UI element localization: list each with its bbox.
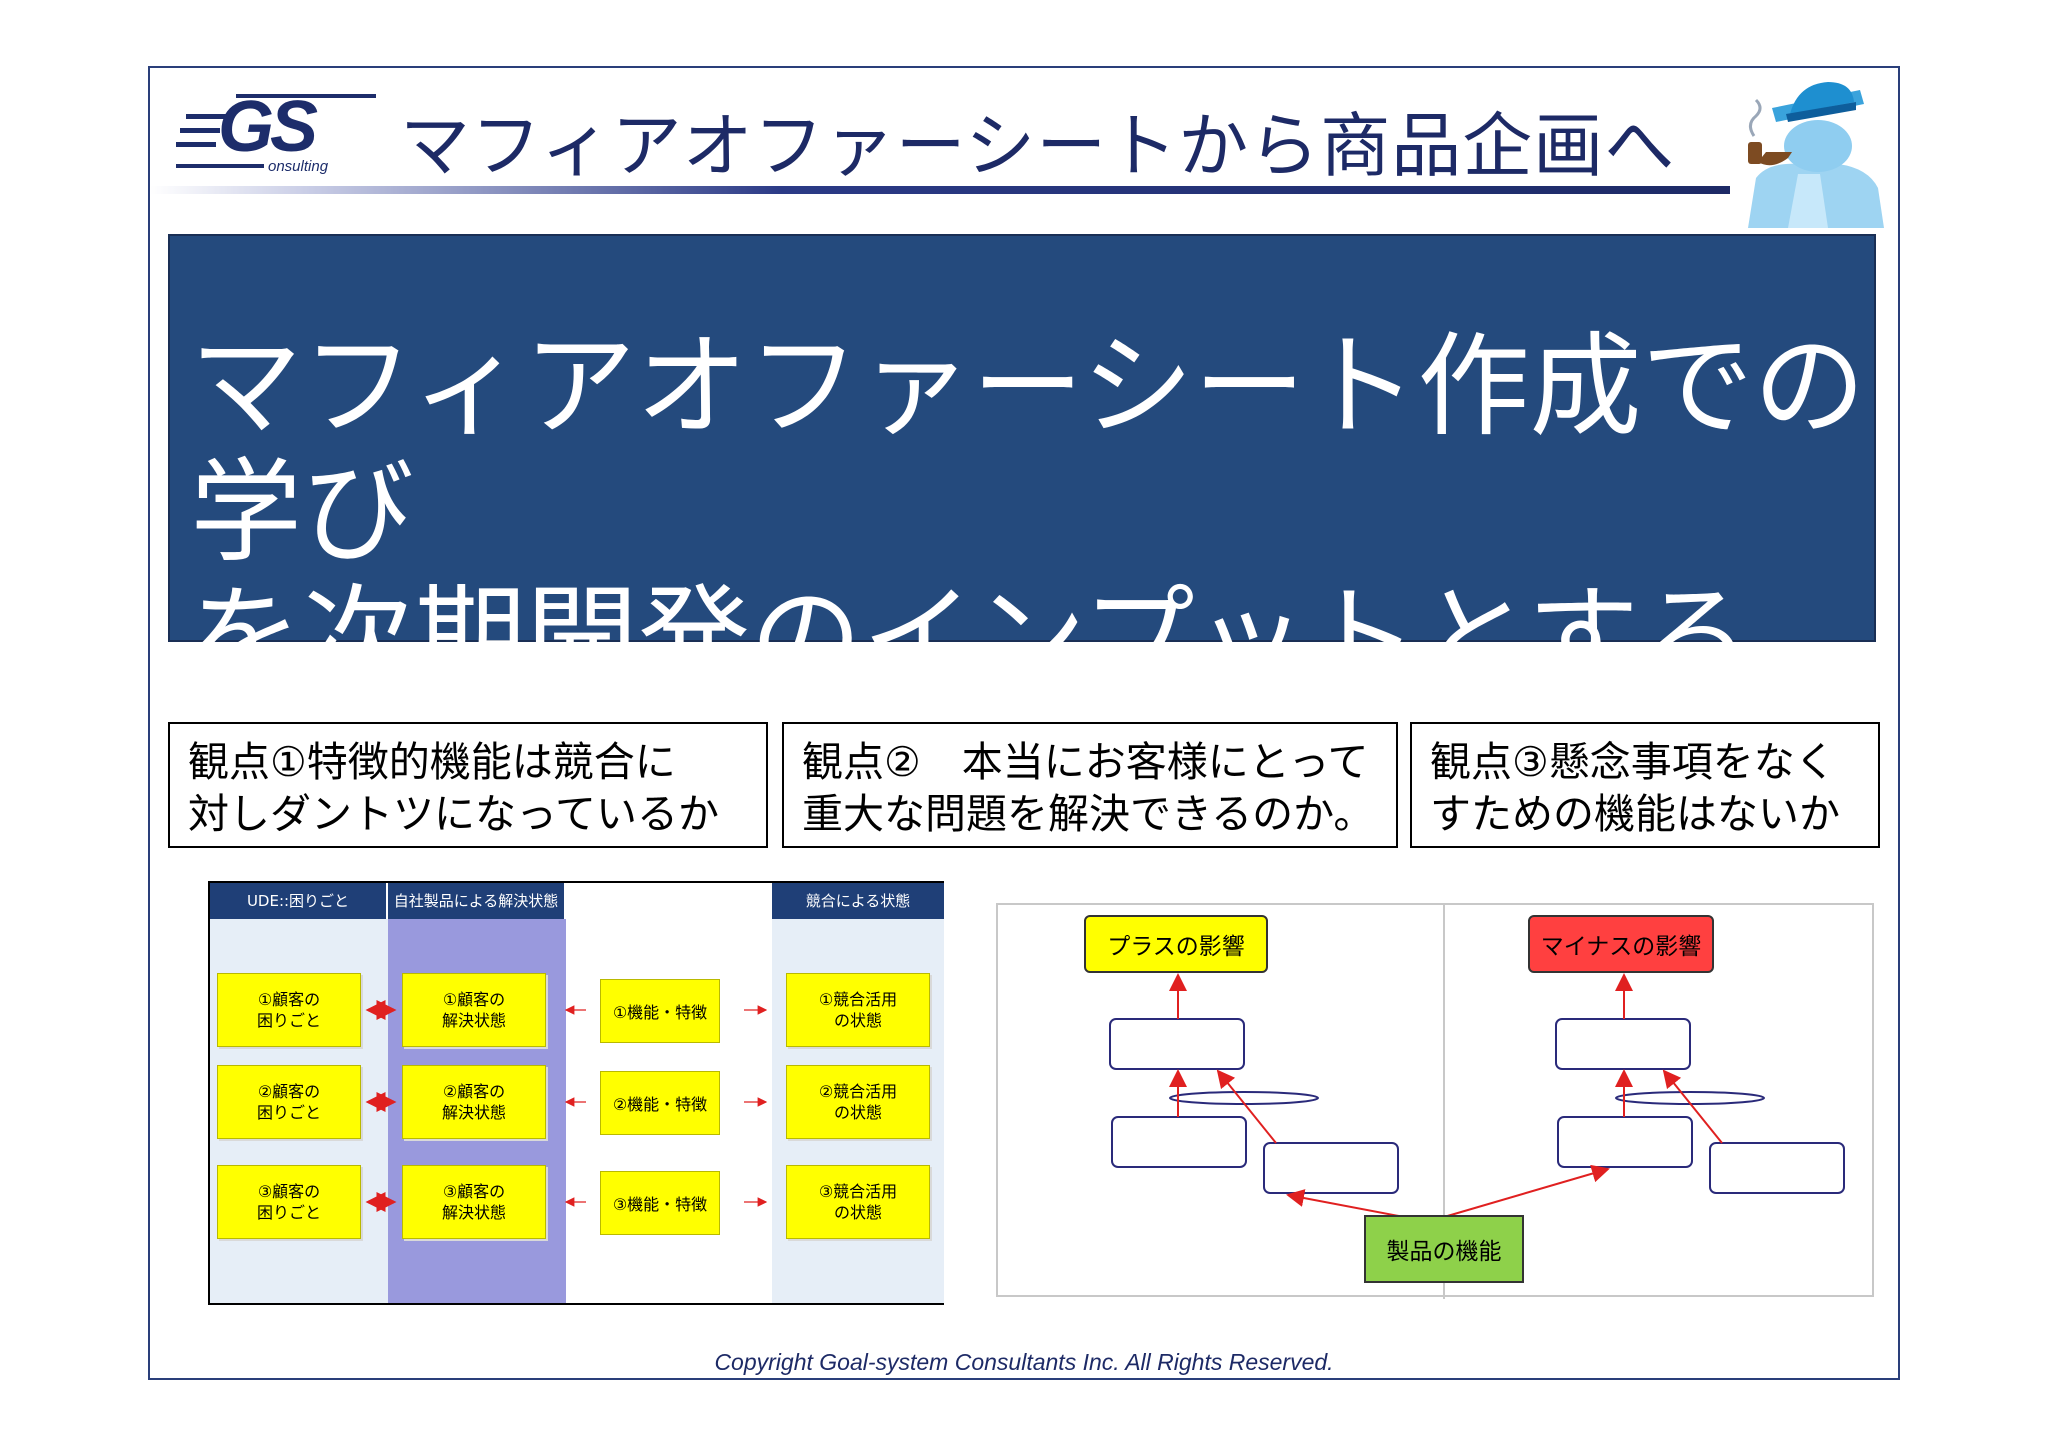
impact-tree-diagram: プラスの影響 マイナスの影響 製品の機能 [996,903,1874,1299]
minus-impact-label: マイナスの影響 [1528,915,1714,973]
logo-stripe [236,94,376,98]
minus-tree-right-box [1709,1142,1845,1194]
minus-tree-left-box [1557,1116,1693,1168]
logo-gs-text: GS [218,87,318,167]
gs-consulting-logo: GS onsulting [176,87,376,178]
competitor-2-line-2: の状態 [833,1103,882,1122]
logo-stripe [186,114,226,119]
key-message-banner: マフィアオファーシート作成での学び を次期開発のインプットとする [168,234,1876,702]
competitor-box-1: ①競合活用の状態 [786,973,930,1047]
problem-box-3: ③顧客の困りごと [217,1165,361,1239]
header-ude: UDE::困りごと [210,883,388,919]
viewpoint-box-2: 観点② 本当にお客様にとって 重大な問題を解決できるのか。 [782,722,1398,848]
problem-3-line-2: 困りごと [256,1203,321,1222]
plus-impact-label: プラスの影響 [1084,915,1268,973]
viewpoint-box-1: 観点①特徴的機能は競合に 対しダントツになっているか [168,722,768,848]
feature-arrow-to-minus [1443,1164,1610,1218]
banner-line-1: マフィアオファーシート作成での学び [190,322,1866,578]
copyright-footer: Copyright Goal-system Consultants Inc. A… [714,1349,1334,1375]
problem-2-line-2: 困りごと [256,1103,321,1122]
minus-arrow-right [1662,1069,1723,1144]
logo-stripe [180,128,220,133]
problem-3-line-1: ③顧客の [257,1182,321,1201]
banner-line-2: を次期開発のインプットとする [190,574,1752,704]
competitor-3-line-1: ③競合活用 [818,1182,898,1201]
viewpoint-2-line-1: 観点② 本当にお客様にとって [802,738,1369,786]
problem-1-line-1: ①顧客の [257,990,321,1009]
title-divider [150,186,1730,194]
solved-box-3: ③顧客の解決状態 [402,1165,546,1239]
impact-tree-svg [1109,905,1845,1299]
plus-tree-top-box [1109,1018,1245,1070]
competitor-1-line-1: ①競合活用 [818,990,898,1009]
banner-text: マフィアオファーシート作成での学び を次期開発のインプットとする [190,324,1870,702]
solved-1-line-2: 解決状態 [441,1011,506,1030]
logo-stripe [176,164,264,168]
competitor-2-line-1: ②競合活用 [818,1082,898,1101]
feature-box-2: ②機能・特徴 [600,1071,720,1135]
viewpoint-3-line-1: 観点③懸念事項をなく [1430,738,1836,786]
logo-stripe [176,142,216,147]
solved-1-line-1: ①顧客の [442,990,506,1009]
solved-3-line-2: 解決状態 [441,1203,506,1222]
header-competitor: 競合による状態 [772,883,944,919]
detective-mascot-icon [1748,82,1884,228]
competitor-3-line-2: の状態 [833,1203,882,1222]
problem-2-line-1: ②顧客の [257,1082,321,1101]
problem-1-line-2: 困りごと [256,1011,321,1030]
feature-box-1: ①機能・特徴 [600,979,720,1043]
logo-sub-text: onsulting [268,158,329,175]
solved-3-line-1: ③顧客の [442,1182,506,1201]
matrix-arrows [365,1000,768,1212]
solved-2-line-1: ②顧客の [442,1082,506,1101]
feature-box-3: ③機能・特徴 [600,1171,720,1235]
plus-tree-right-box [1263,1142,1399,1194]
viewpoint-3-line-2: すための機能はないか [1430,790,1840,838]
plus-arrow-right [1216,1069,1277,1144]
feature-arrow-to-plus [1286,1189,1405,1218]
viewpoint-1-line-1: 観点①特徴的機能は競合に [188,738,676,786]
viewpoint-1-line-2: 対しダントツになっているか [188,790,719,838]
solved-box-2: ②顧客の解決状態 [402,1065,546,1139]
solved-box-1: ①顧客の解決状態 [402,973,546,1047]
competitor-1-line-2: の状態 [833,1011,882,1030]
problem-box-2: ②顧客の困りごと [217,1065,361,1139]
slide-title: マフィアオファーシートから商品企画へ [400,105,1676,187]
plus-tree-left-box [1111,1116,1247,1168]
solved-2-line-2: 解決状態 [441,1103,506,1122]
minus-tree-top-box [1555,1018,1691,1070]
viewpoint-box-3: 観点③懸念事項をなく すための機能はないか [1410,722,1880,848]
competitor-box-2: ②競合活用の状態 [786,1065,930,1139]
product-feature-label: 製品の機能 [1364,1215,1524,1283]
problem-solution-matrix: UDE::困りごと 自社製品による解決状態 競合による状態 ①顧客の困りごと ①… [208,881,944,1305]
competitor-box-3: ③競合活用の状態 [786,1165,930,1239]
viewpoint-2-line-2: 重大な問題を解決できるのか。 [802,790,1375,838]
slide-frame [148,66,1900,1380]
header-solved: 自社製品による解決状態 [388,883,566,919]
problem-box-1: ①顧客の困りごと [217,973,361,1047]
